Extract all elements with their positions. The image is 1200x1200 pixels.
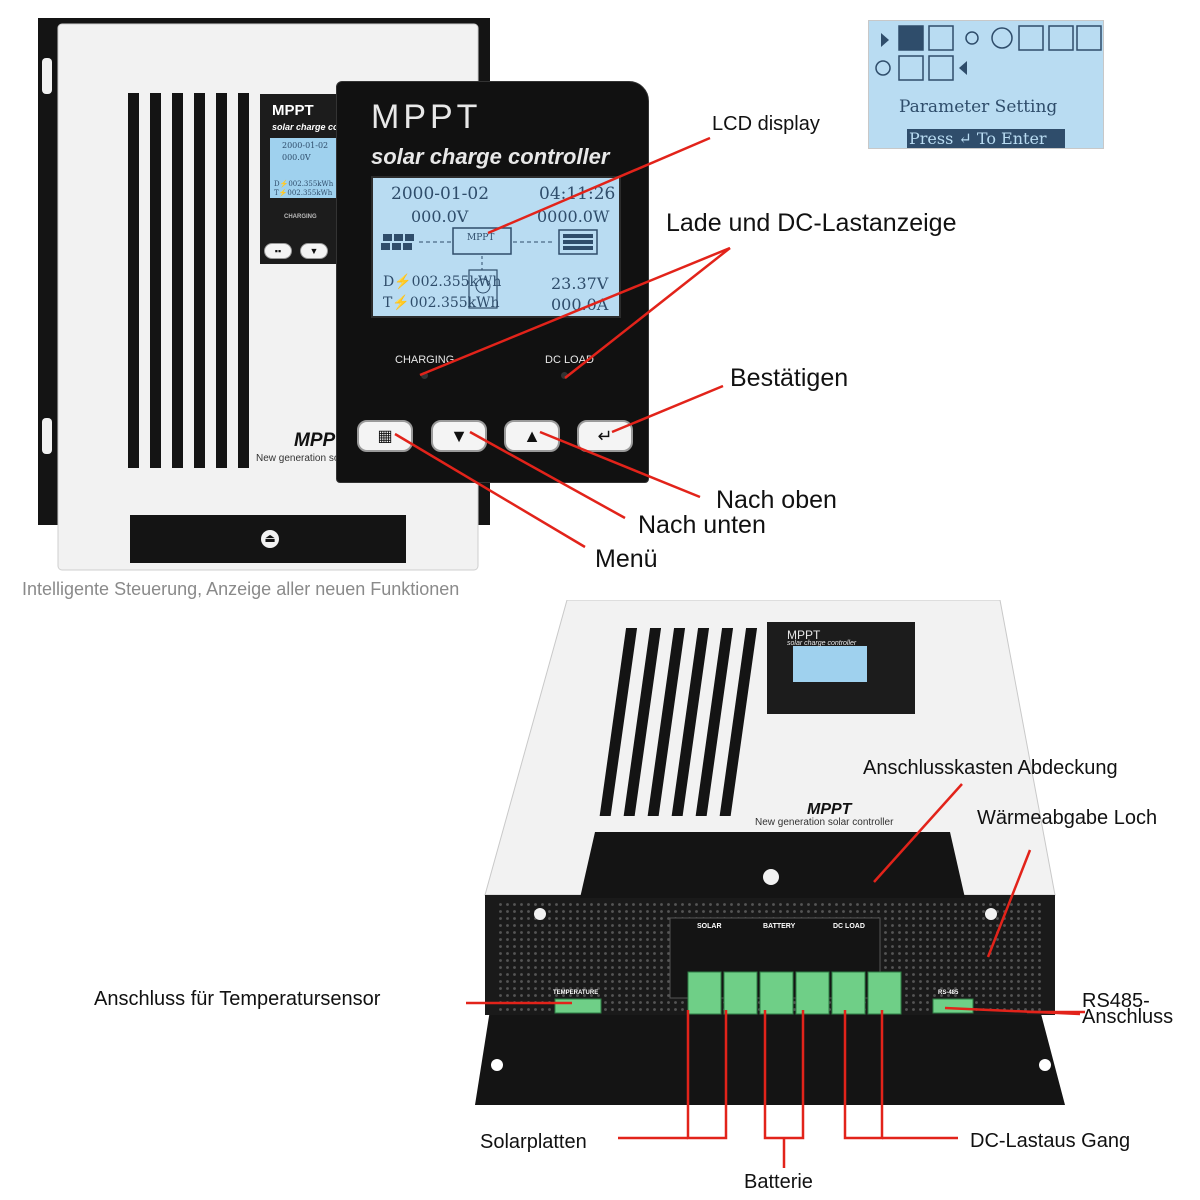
terminal-label-dc-load: DC LOAD (833, 923, 865, 930)
top-front-tagline: New generation solar controller (256, 453, 336, 464)
lcd-screen: 2000-01-02 04:11:26 000.0V 0000.0W MPPT … (371, 176, 621, 318)
up-button[interactable]: ▲ (504, 420, 560, 452)
lock-icon: ⏏ (264, 531, 276, 545)
callout-rs485-line1: RS485- (1082, 990, 1150, 1012)
lcd-center: MPPT (467, 233, 495, 243)
mini-lcd-line4: T⚡002.355kWh (274, 189, 333, 197)
lcd-daily-energy: D⚡002.355kWh (383, 274, 502, 290)
caption: Intelligente Steuerung, Anzeige aller ne… (22, 579, 460, 599)
charging-label: CHARGING (395, 354, 455, 366)
bottom-mini-brand: MPPT (787, 628, 821, 642)
front-panel-subtitle: solar charge controller (371, 144, 610, 169)
dc-load-led (561, 372, 568, 379)
mini-lcd-line3: D⚡002.355kWh (274, 180, 334, 188)
callout-rs485-line2: Anschluss (1082, 1006, 1174, 1028)
callout-battery: Batterie (744, 1171, 813, 1193)
lcd-menu-screen: Parameter Setting Press ↵ To Enter (868, 20, 1104, 149)
lcd-battery-voltage: 23.37V (551, 274, 609, 293)
lcd-current: 000.0A (551, 295, 609, 314)
mini-brand: MPPT (272, 102, 314, 119)
lcd-menu-prompt: Press ↵ To Enter (909, 129, 1047, 148)
callout-dc-load-output: DC-Lastaus Gang (970, 1130, 1131, 1152)
charging-led (421, 372, 428, 379)
mini-lcd-line2: 000.0V (282, 153, 311, 162)
temperature-label: TEMPERATURE (553, 990, 599, 996)
callout-lcd-display: LCD display (712, 113, 820, 135)
bottom-device: MPPT solar charge controller MPPT New ge… (455, 600, 1095, 1120)
top-front-logo: MPPT (294, 430, 347, 451)
up-arrow-icon: ▲ (523, 425, 541, 446)
lcd-pv-voltage: 000.0V (411, 207, 469, 226)
callout-confirm: Bestätigen (730, 364, 849, 392)
terminal-label-battery: BATTERY (763, 923, 796, 930)
callout-temp-sensor: Anschluss für Temperatursensor (94, 988, 381, 1010)
menu-button[interactable]: ▦ (357, 420, 413, 452)
rs485-label: RS-485 (938, 990, 959, 996)
down-button[interactable]: ▼ (431, 420, 487, 452)
mini-charging: CHARGING (284, 214, 317, 220)
mini-down-button: ▼ (300, 243, 328, 259)
callout-down: Nach unten (638, 511, 766, 539)
mini-lcd-line1: 2000-01-02 (282, 141, 329, 150)
solar-panel-icon (381, 234, 414, 250)
front-panel-brand: MPPT (371, 98, 482, 136)
callout-heat-hole: Wärmeabgabe Loch (977, 807, 1158, 829)
terminal-label-solar: SOLAR (697, 923, 722, 930)
callout-indicators: Lade und DC-Lastanzeige (666, 209, 957, 237)
down-arrow-icon: ▼ (450, 425, 468, 446)
enter-button[interactable]: ↵ (577, 420, 633, 452)
lcd-menu-title: Parameter Setting (899, 97, 1058, 117)
enter-icon: ↵ (597, 425, 613, 446)
mini-menu-button: ▪▪ (264, 243, 292, 259)
mini-subtitle: solar charge controller (272, 122, 370, 132)
menu-icon: ▦ (377, 428, 393, 445)
callout-solar-panels: Solarplatten (480, 1131, 587, 1153)
bottom-device-drawing (475, 600, 1065, 1105)
bottom-mini-subtitle: solar charge controller (787, 640, 857, 647)
dc-load-label: DC LOAD (545, 354, 594, 366)
lcd-menu-icons (875, 25, 1102, 148)
callout-cover: Anschlusskasten Abdeckung (863, 757, 1118, 779)
lcd-total-energy: T⚡002.355kWh (383, 295, 500, 311)
battery-icon (558, 229, 598, 255)
callout-menu: Menü (595, 545, 658, 573)
front-panel: MPPT solar charge controller 2000-01-02 … (336, 81, 649, 483)
bottom-front-logo: MPPT (807, 801, 852, 818)
lcd-date: 2000-01-02 (391, 184, 490, 204)
callout-up: Nach oben (716, 486, 837, 514)
bottom-front-tagline: New generation solar controller (755, 817, 894, 828)
